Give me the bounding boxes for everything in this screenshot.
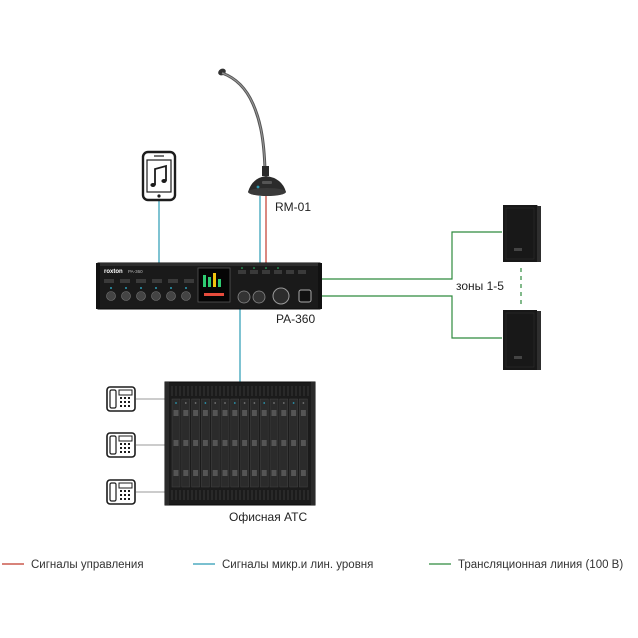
gooseneck-microphone-icon <box>218 68 286 196</box>
amplifier-label: PA-360 <box>276 312 315 326</box>
legend-label: Сигналы микр.и лин. уровня <box>222 559 373 571</box>
amplifier-brand: roxton <box>104 269 123 275</box>
zones-label: зоны 1-5 <box>456 279 504 293</box>
microphone-label: RM-01 <box>275 200 311 214</box>
legend-label: Трансляционная линия (100 В) <box>458 559 623 571</box>
speaker-icon <box>503 205 541 262</box>
legend-item-control: Сигналы управления <box>2 559 144 571</box>
speaker-line-top <box>318 231 502 280</box>
rack-pbx-icon <box>164 381 316 506</box>
legend: Сигналы управления Сигналы микр.и лин. у… <box>2 559 623 571</box>
speaker-icon <box>503 310 541 370</box>
desk-phone-icon <box>106 479 136 505</box>
legend-label: Сигналы управления <box>31 559 144 571</box>
pbx-label: Офисная АТС <box>229 510 307 524</box>
speaker-line-bottom <box>318 295 502 339</box>
legend-item-line100v: Трансляционная линия (100 В) <box>429 559 623 571</box>
desk-phone-icon <box>106 432 136 458</box>
amplifier-pa-360: roxton PA-360 <box>96 262 322 310</box>
amplifier-model-plate: PA-360 <box>128 269 143 274</box>
smartphone-music-icon <box>141 150 177 202</box>
desk-phone-icon <box>106 386 136 412</box>
legend-item-audio: Сигналы микр.и лин. уровня <box>193 559 373 571</box>
